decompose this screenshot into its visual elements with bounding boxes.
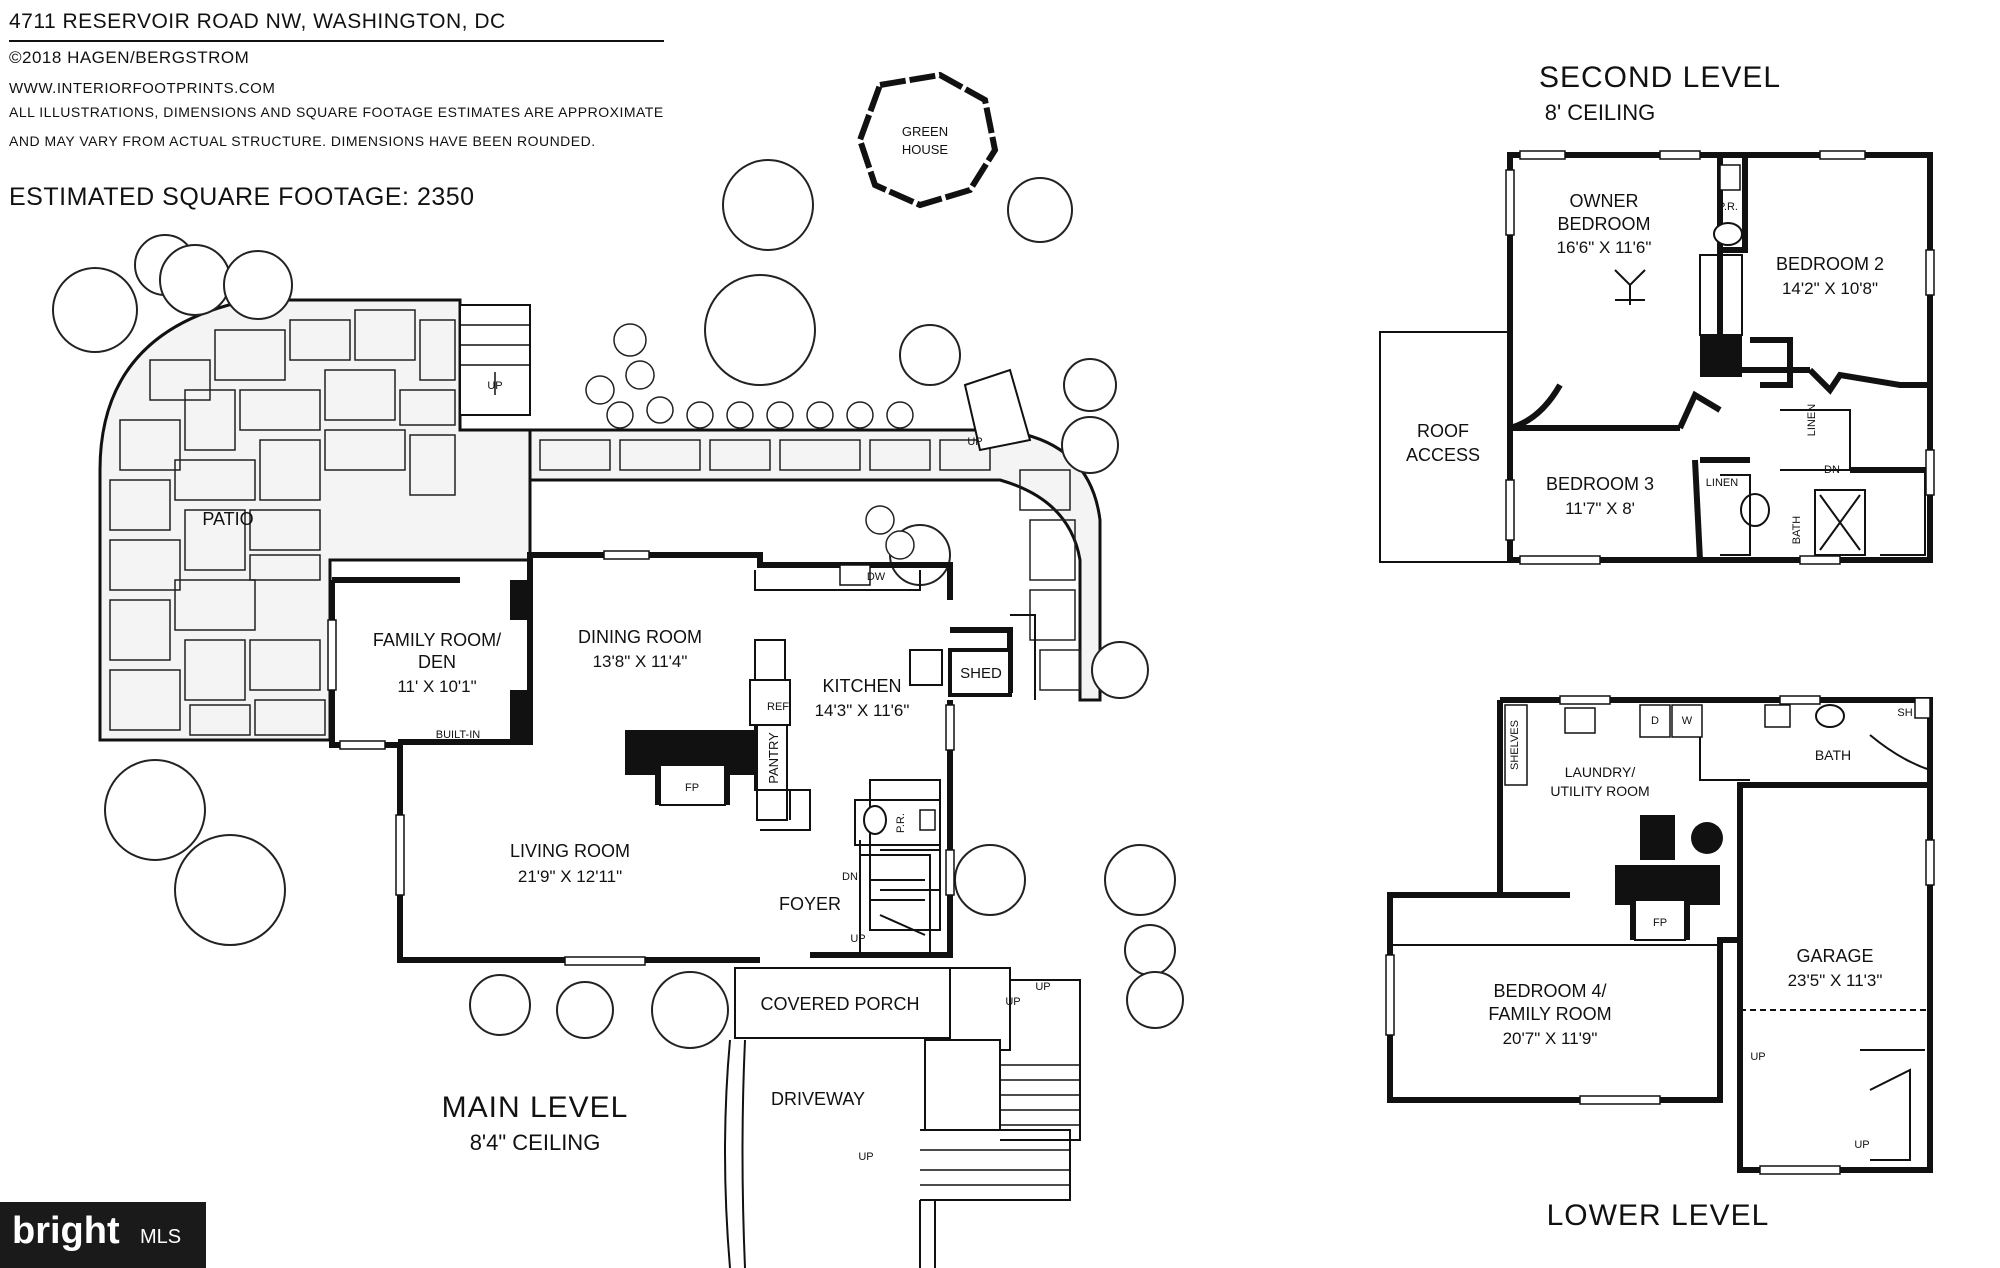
second-bath-label: BATH (1791, 516, 1803, 545)
bedroom3-label: BEDROOM 3 (1546, 474, 1654, 494)
lower-up-2: UP (1854, 1139, 1869, 1151)
second-dn-label: DN (1824, 464, 1840, 476)
porch-up-1: UP (1005, 996, 1020, 1008)
shed-box (948, 648, 1012, 697)
greenhouse (856, 71, 999, 209)
bedroom2-label: BEDROOM 2 (1776, 254, 1884, 274)
driveway-up: UP (858, 1151, 873, 1163)
linen-label-2: LINEN (1706, 477, 1738, 489)
second-pr-label: P.R. (1718, 201, 1738, 213)
owner-bedroom-dim: 16'6" X 11'6" (1557, 238, 1652, 257)
shower-label: SH (1897, 707, 1912, 719)
square-footage: ESTIMATED SQUARE FOOTAGE: 2350 (9, 183, 475, 211)
laundry-label-1: LAUNDRY/ (1565, 764, 1636, 780)
main-level-windows (327, 550, 955, 966)
second-level-windows (1505, 150, 1935, 565)
covered-porch-label: COVERED PORCH (760, 994, 919, 1014)
greenhouse-label-2: HOUSE (902, 142, 949, 157)
lower-level-fixtures (1504, 704, 1931, 786)
family-room-label-1: FAMILY ROOM/ (373, 630, 501, 650)
disclaimer-line-2: AND MAY VARY FROM ACTUAL STRUCTURE. DIME… (9, 133, 596, 149)
dining-room-dim: 13'8" X 11'4" (593, 652, 688, 671)
patio-stairs (459, 304, 1032, 452)
dryer-label: D (1651, 715, 1659, 727)
owner-bedroom-label-1: OWNER (1570, 191, 1639, 211)
main-fp-label: FP (685, 782, 699, 794)
roof-access-label-2: ACCESS (1406, 445, 1480, 465)
landscape-trees (52, 159, 1184, 1101)
built-in-label: BUILT-IN (436, 729, 480, 741)
bedroom3-dim: 11'7" X 8' (1565, 499, 1635, 518)
dining-room-label: DINING ROOM (578, 627, 702, 647)
lower-level-walls (1387, 697, 1933, 1173)
bright-mls-logo: bright MLS (0, 1202, 206, 1268)
owner-bedroom-label-2: BEDROOM (1557, 214, 1650, 234)
bedroom4-label-1: BEDROOM 4/ (1493, 981, 1606, 1001)
driveway-label: DRIVEWAY (771, 1089, 865, 1109)
patio-stairs-up: UP (487, 380, 502, 392)
shed-label: SHED (960, 665, 1002, 682)
foyer-up: UP (850, 933, 865, 945)
living-room-dim: 21'9" X 12'11" (518, 867, 622, 886)
kitchen-label: KITCHEN (822, 676, 901, 696)
ref-label: REF (767, 701, 789, 713)
covered-porch (724, 967, 1081, 1268)
disclaimer-line-1: ALL ILLUSTRATIONS, DIMENSIONS AND SQUARE… (9, 104, 664, 120)
shelves-label: SHELVES (1509, 720, 1521, 770)
address-underline (9, 40, 664, 42)
logo-brand: bright (12, 1210, 120, 1252)
living-room-label: LIVING ROOM (510, 841, 630, 861)
foyer-dn: DN (842, 871, 858, 883)
second-level-title: SECOND LEVEL (1539, 61, 1781, 94)
bedroom4-dim: 20'7" X 11'9" (1503, 1029, 1598, 1048)
main-level-ceiling: 8'4" CEILING (470, 1130, 601, 1155)
website-text: WWW.INTERIORFOOTPRINTS.COM (9, 80, 276, 97)
lower-level-title: LOWER LEVEL (1547, 1199, 1770, 1232)
foyer-stairs (859, 854, 931, 956)
dishwasher-label: DW (867, 571, 886, 583)
patio-label: PATIO (202, 509, 253, 529)
main-pr-label: P.R. (895, 813, 907, 833)
kitchen-dim: 14'3" X 11'6" (815, 701, 910, 720)
main-level-title: MAIN LEVEL (442, 1091, 629, 1124)
copyright-text: ©2018 HAGEN/BERGSTROM (9, 48, 250, 67)
greenhouse-label-1: GREEN (902, 124, 948, 139)
patio-area (98, 298, 1102, 742)
property-address: 4711 RESERVOIR ROAD NW, WASHINGTON, DC (9, 10, 506, 33)
pantry-label: PANTRY (766, 732, 781, 784)
main-powder-room (854, 799, 941, 846)
rear-stairs-up: UP (967, 436, 982, 448)
lower-level-windows (1385, 695, 1935, 1175)
garage-label: GARAGE (1796, 946, 1873, 966)
logo-mls: MLS (140, 1226, 182, 1248)
linen-label-1: LINEN (1806, 404, 1818, 436)
main-fireplace (625, 730, 760, 806)
kitchen-features (749, 564, 941, 955)
bedroom2-dim: 14'2" X 10'8" (1782, 279, 1878, 298)
washer-label: W (1682, 715, 1693, 727)
lower-bath-label: BATH (1815, 747, 1851, 763)
bedroom4-label-2: FAMILY ROOM (1488, 1004, 1611, 1024)
lower-up-1: UP (1750, 1051, 1765, 1063)
second-level-fixtures (1614, 164, 1926, 556)
porch-up-2: UP (1035, 981, 1050, 993)
family-room-label-2: DEN (418, 652, 456, 672)
foyer-label: FOYER (779, 894, 841, 914)
roof-access-label-1: ROOF (1417, 421, 1469, 441)
lower-fp-label: FP (1653, 917, 1667, 929)
garage-dim: 23'5" X 11'3" (1788, 971, 1883, 990)
family-room-dim: 11' X 10'1" (397, 677, 476, 696)
laundry-label-2: UTILITY ROOM (1550, 783, 1649, 799)
second-level-ceiling: 8' CEILING (1545, 100, 1656, 125)
